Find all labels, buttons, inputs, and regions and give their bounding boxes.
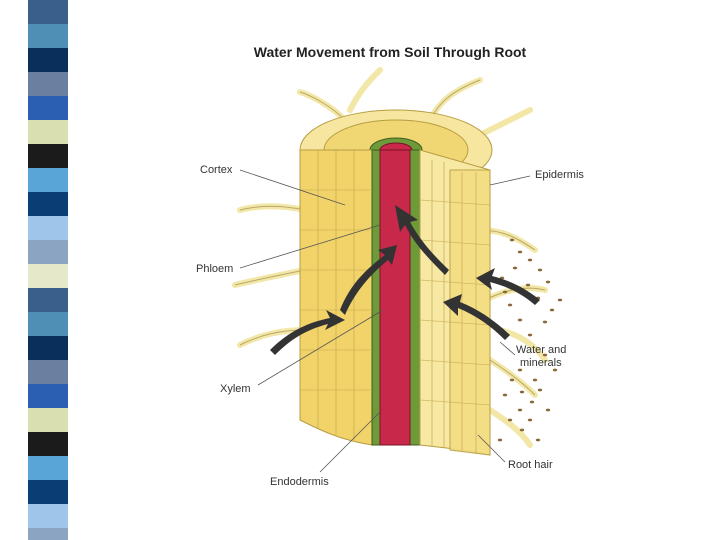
label-water-line1: Water and: [516, 344, 566, 356]
soil-particle: [518, 319, 522, 322]
soil-particles: [498, 239, 562, 442]
soil-particle: [546, 281, 550, 284]
soil-particle: [536, 439, 540, 442]
soil-particle: [533, 379, 537, 382]
root-body: [300, 110, 492, 455]
soil-particle: [546, 409, 550, 412]
soil-particle: [528, 419, 532, 422]
soil-particle: [528, 259, 532, 262]
soil-particle: [528, 334, 532, 337]
soil-particle: [510, 239, 514, 242]
label-water-line2: minerals: [520, 357, 562, 369]
soil-particle: [520, 429, 524, 432]
soil-particle: [526, 284, 530, 287]
label-cortex: Cortex: [200, 164, 233, 176]
soil-particle: [518, 251, 522, 254]
soil-particle: [550, 309, 554, 312]
soil-particle: [513, 267, 517, 270]
soil-particle: [508, 419, 512, 422]
label-xylem: Xylem: [220, 383, 251, 395]
soil-particle: [538, 389, 542, 392]
soil-particle: [503, 291, 507, 294]
soil-particle: [538, 269, 542, 272]
soil-particle: [558, 299, 562, 302]
label-phloem: Phloem: [196, 263, 233, 275]
label-epidermis: Epidermis: [535, 169, 584, 181]
diagram-title: Water Movement from Soil Through Root: [254, 44, 527, 60]
soil-particle: [520, 391, 524, 394]
soil-particle: [543, 321, 547, 324]
soil-particle: [498, 439, 502, 442]
soil-particle: [508, 304, 512, 307]
soil-particle: [518, 409, 522, 412]
soil-particle: [530, 401, 534, 404]
soil-particle: [518, 369, 522, 372]
label-endodermis: Endodermis: [270, 476, 329, 488]
soil-particle: [503, 394, 507, 397]
soil-particle: [553, 369, 557, 372]
soil-particle: [510, 379, 514, 382]
label-root-hair: Root hair: [508, 459, 553, 471]
